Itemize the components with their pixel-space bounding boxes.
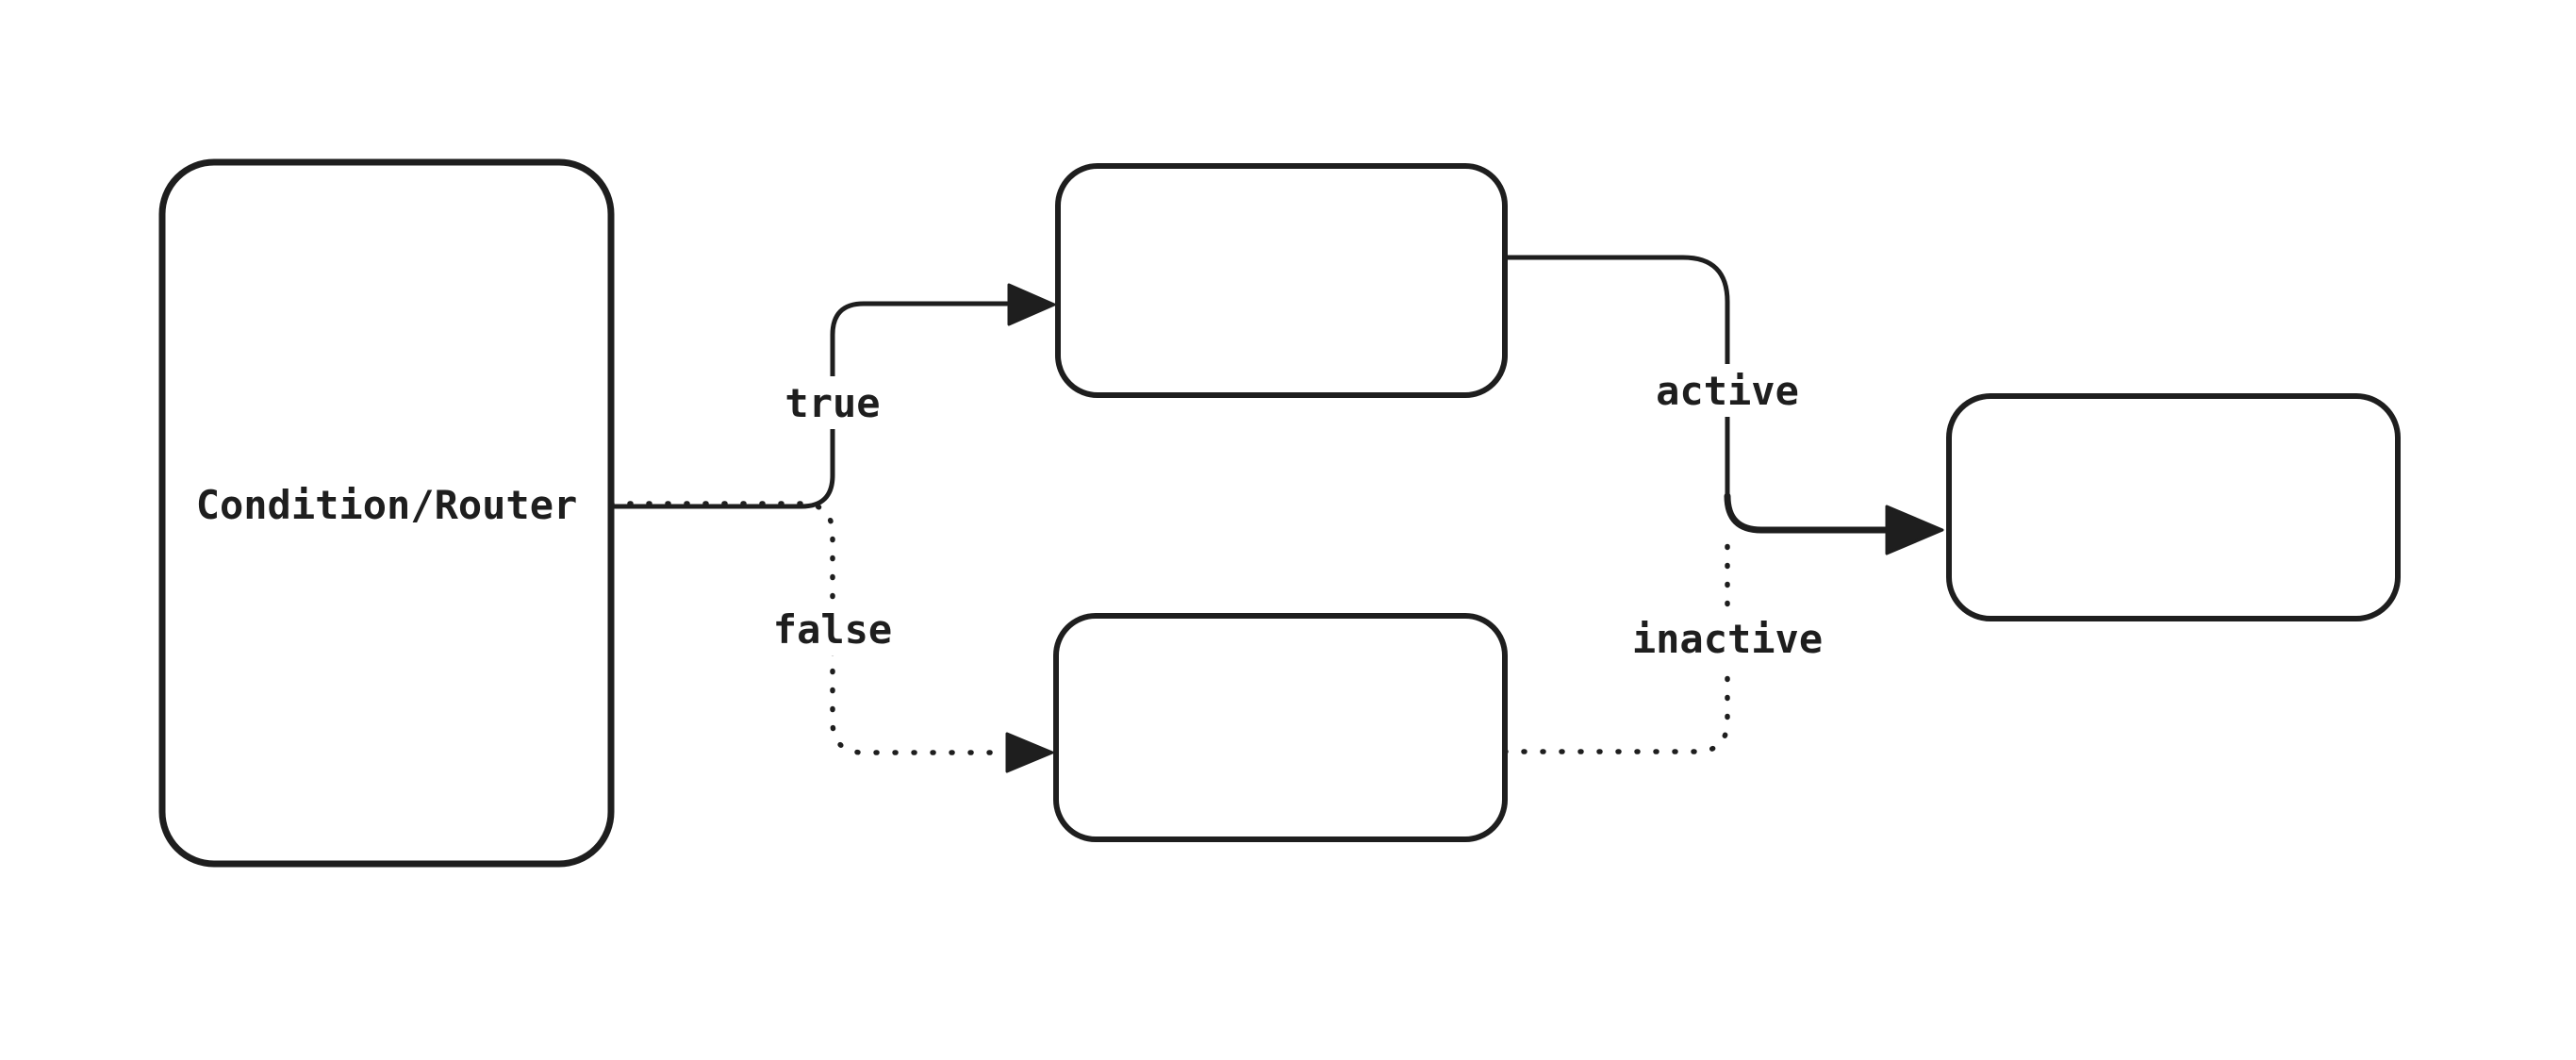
inactive-edge-line[interactable] bbox=[1502, 537, 1730, 754]
edge-label-active: active bbox=[1649, 364, 1806, 417]
node-output bbox=[1946, 393, 2401, 621]
edge-false bbox=[608, 501, 1054, 773]
edge-label-true: true bbox=[778, 376, 887, 429]
active-arrowhead-icon bbox=[1885, 505, 1944, 555]
true-branch-shape[interactable] bbox=[1055, 163, 1508, 398]
edge-label-false: false bbox=[768, 603, 897, 655]
false-branch-shape[interactable] bbox=[1053, 613, 1508, 842]
inactive-label-bg bbox=[1626, 612, 1829, 665]
edge-label-inactive: inactive bbox=[1626, 612, 1829, 665]
active-label-bg bbox=[1649, 364, 1806, 417]
condition-router-shape[interactable] bbox=[158, 158, 615, 868]
output-shape[interactable] bbox=[1946, 393, 2401, 621]
active-edge-arrow-shaft[interactable] bbox=[1724, 492, 1891, 534]
true-label: true bbox=[784, 380, 880, 426]
edge-active bbox=[1502, 255, 1944, 555]
condition-router-label: Condition/Router bbox=[196, 482, 578, 528]
edge-inactive bbox=[1502, 537, 1730, 754]
true-label-bg bbox=[778, 376, 887, 429]
inactive-label: inactive bbox=[1632, 616, 1823, 662]
false-arrowhead-icon bbox=[1005, 732, 1054, 773]
active-edge-line[interactable] bbox=[1502, 255, 1730, 506]
false-label: false bbox=[773, 606, 892, 653]
node-true-branch bbox=[1055, 163, 1508, 398]
node-false-branch bbox=[1053, 613, 1508, 842]
active-label: active bbox=[1656, 368, 1799, 414]
node-condition-router: Condition/Router bbox=[158, 158, 615, 868]
false-label-bg bbox=[768, 603, 897, 655]
true-arrowhead-icon bbox=[1007, 283, 1056, 326]
